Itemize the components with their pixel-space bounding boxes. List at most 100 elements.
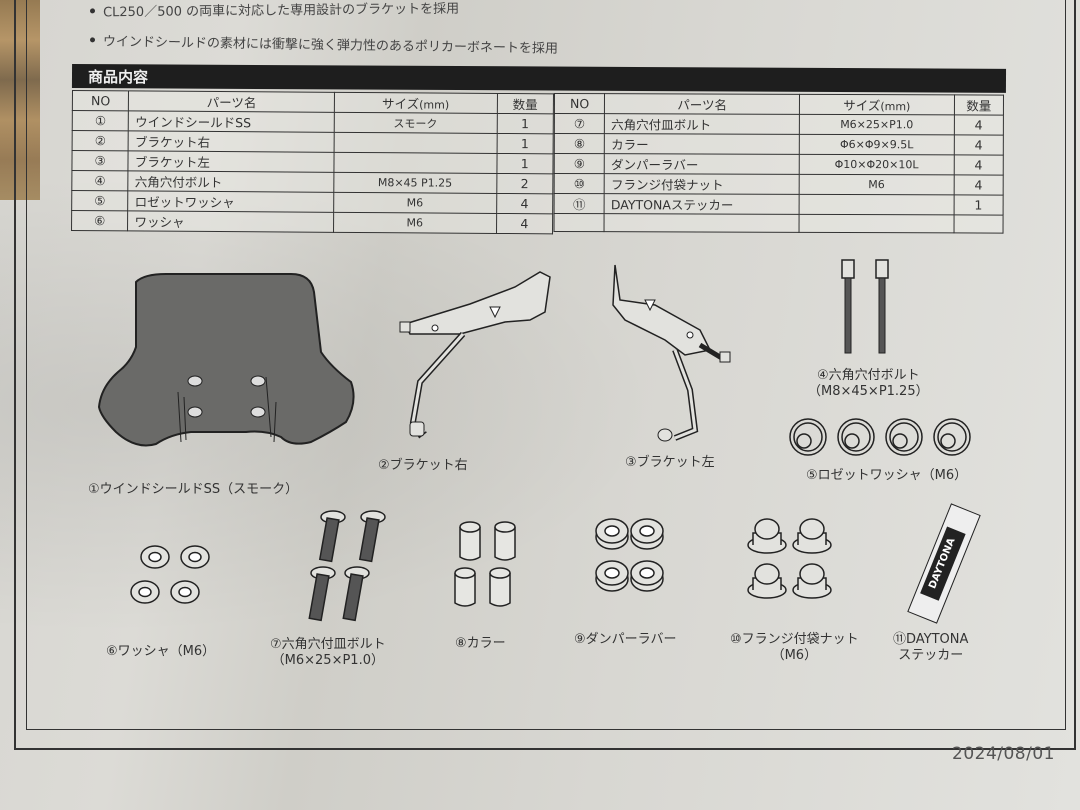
col-qty: 数量 <box>496 93 554 114</box>
rosette-washer-illustration <box>789 418 971 456</box>
table-header-row: NO パーツ名 サイズ(mm) 数量 <box>554 93 1004 116</box>
caption-hex-bolt: ④六角穴付ボルト（M8×45×P1.25） <box>808 368 929 400</box>
size-label: サイズ <box>843 98 881 114</box>
cell-size: スモーク <box>333 112 497 134</box>
caption-line: ④六角穴付ボルト <box>816 368 920 383</box>
caption-line: ⑪DAYTONA <box>893 632 969 647</box>
cell-size: M6×25×P1.0 <box>799 114 954 135</box>
damper-rubber-illustration <box>595 518 664 592</box>
col-part-name: パーツ名 <box>128 90 335 113</box>
cell-size <box>799 194 954 215</box>
caption-collar: ⑧カラー <box>455 636 506 651</box>
col-no: NO <box>554 93 605 114</box>
size-label: サイズ <box>381 96 420 112</box>
cell-qty: 1 <box>953 194 1004 216</box>
cell-qty: 4 <box>496 213 553 234</box>
cell-no: ⑤ <box>71 190 129 211</box>
cell-qty: 4 <box>496 193 553 214</box>
cell-qty: 1 <box>496 113 554 134</box>
cell-size: M6 <box>333 212 497 234</box>
cell-no: ⑨ <box>554 153 605 174</box>
cell-qty: 4 <box>953 174 1004 196</box>
size-unit: (mm) <box>419 98 450 112</box>
cell-qty: 4 <box>953 114 1004 136</box>
cell-qty: 1 <box>496 133 554 154</box>
cell-no: ① <box>72 110 129 131</box>
caption-flange-nut: ⑩フランジ付袋ナット（M6） <box>730 632 859 664</box>
cell-size <box>799 214 954 233</box>
col-size: サイズ(mm) <box>334 92 498 114</box>
cell-no: ⑦ <box>554 113 605 134</box>
cell-no: ③ <box>71 150 129 171</box>
col-qty: 数量 <box>953 94 1004 116</box>
page-border-outer <box>14 0 1076 750</box>
countersunk-bolt-illustration <box>308 510 386 622</box>
windshield-illustration <box>97 273 355 447</box>
cell-no: ⑪ <box>554 193 605 214</box>
cell-name: ロゼットワッシャ <box>128 190 334 213</box>
cell-name: ウインドシールドSS <box>128 110 335 133</box>
collar-illustration <box>454 521 516 607</box>
caption-line: ⑦六角穴付皿ボルト <box>270 637 386 652</box>
table-row-empty <box>554 213 1004 234</box>
caption-line: （M6） <box>771 648 818 663</box>
bullet-dot-icon <box>89 7 96 13</box>
washer-illustration <box>130 545 210 604</box>
cell-size: Φ6×Φ9×9.5L <box>799 134 954 155</box>
cell-name: ダンパーラバー <box>604 153 800 175</box>
caption-washer: ⑥ワッシャ（M6） <box>106 644 216 659</box>
cell-name: DAYTONAステッカー <box>604 193 800 215</box>
bullet-item: CL250／500 の両車に対応した専用設計のブラケットを採用 <box>89 0 558 21</box>
cell-no: ④ <box>71 170 129 191</box>
cell-name <box>604 213 800 233</box>
cell-size: M6 <box>333 192 497 214</box>
cell-name: 六角穴付ボルト <box>128 170 334 193</box>
cell-name: ブラケット左 <box>128 150 334 173</box>
caption-line: （M6×25×P1.0） <box>271 653 384 668</box>
background-wood <box>0 0 40 200</box>
col-no: NO <box>72 90 129 111</box>
cell-no: ② <box>72 130 129 151</box>
caption-bracket-left: ③ブラケット左 <box>625 455 715 470</box>
bullet-dot-icon <box>89 36 96 42</box>
section-header: 商品内容 <box>71 64 1007 93</box>
section-title: 商品内容 <box>87 68 149 87</box>
cell-name: フランジ付袋ナット <box>604 173 800 195</box>
cell-size <box>333 132 497 154</box>
col-size: サイズ(mm) <box>799 94 955 115</box>
caption-rosette-washer: ⑤ロゼットワッシャ（M6） <box>806 468 968 483</box>
caption-line: ⑩フランジ付袋ナット <box>730 632 859 647</box>
cell-qty <box>953 214 1004 234</box>
cell-name: ワッシャ <box>127 210 334 233</box>
cell-size <box>333 152 497 174</box>
caption-line: （M8×45×P1.25） <box>808 384 929 399</box>
document-date: 2024/08/01 <box>952 744 1055 764</box>
cell-no: ⑥ <box>71 210 129 231</box>
feature-bullets: CL250／500 の両車に対応した専用設計のブラケットを採用 ウインドシールド… <box>89 0 558 56</box>
cell-no <box>554 213 605 232</box>
cell-qty: 4 <box>953 134 1004 156</box>
caption-countersunk-bolt: ⑦六角穴付皿ボルト（M6×25×P1.0） <box>270 637 386 669</box>
col-part-name: パーツ名 <box>604 93 800 115</box>
cell-name: ブラケット右 <box>128 130 334 153</box>
caption-line: ステッカー <box>898 648 964 663</box>
cell-no: ⑩ <box>554 173 605 194</box>
cell-name: カラー <box>604 133 800 155</box>
bullet-text: CL250／500 の両車に対応した専用設計のブラケットを採用 <box>102 1 460 20</box>
caption-bracket-right: ②ブラケット右 <box>378 458 468 473</box>
bracket-right-illustration <box>399 271 551 439</box>
cell-qty: 2 <box>496 173 553 194</box>
caption-damper-rubber: ⑨ダンパーラバー <box>574 632 677 647</box>
